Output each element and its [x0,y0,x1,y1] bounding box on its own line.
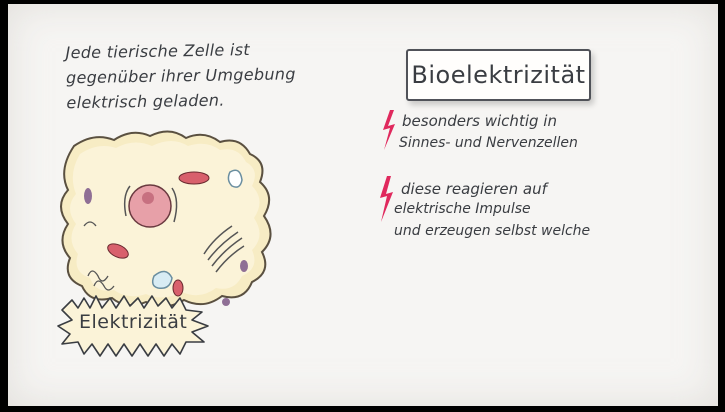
intro-line-3: elektrisch geladen. [66,86,326,116]
intro-line-2: gegenüber ihrer Umgebung [66,61,326,91]
vesicle [240,260,248,272]
mitochondrion [179,172,209,184]
title-card: Bioelektrizität [406,49,591,101]
vesicle [222,298,230,306]
vacuole [228,170,242,187]
bullet-2-line-3: und erzeugen selbst welche [394,223,590,239]
bullet-1-line-1: besonders wichtig in [402,112,557,130]
intro-text: Jede tierische Zelle ist gegenüber ihrer… [65,36,326,116]
bullet-2-line-2: elektrische Impulse [394,201,531,217]
vacuole [153,271,172,288]
bullet-2-line-1: diese reagieren auf [401,180,547,198]
lightning-bolt-icon [378,108,400,152]
animal-cell-drawing [54,126,284,311]
whiteboard: Jede tierische Zelle ist gegenüber ihrer… [8,4,718,406]
page-title: Bioelektrizität [411,61,585,89]
vesicle [84,188,92,204]
bullet-1-line-2: Sinnes- und Nervenzellen [399,135,578,151]
electricity-label: Elektrizität [79,311,187,333]
